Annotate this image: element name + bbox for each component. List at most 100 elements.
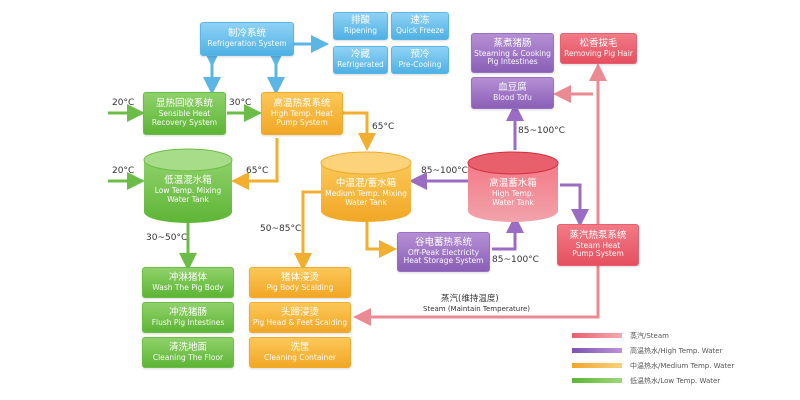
ripening-en: Ripening — [343, 26, 378, 36]
off-peak-en1: Off-Peak Electricity — [407, 247, 480, 257]
legend-item-low: 低温热水/Low Temp. Water — [572, 373, 734, 388]
pump-to-low-arrow — [231, 138, 279, 190]
legend: 蒸汽/Steam 高温热水/High Temp. Water 中温热水/Medi… — [572, 328, 734, 388]
legend-item-high: 高温热水/High Temp. Water — [572, 343, 734, 358]
temp-65-left: 65°C — [246, 166, 269, 176]
wash-body-box: 冲淋猪体 Wash The Pig Body — [142, 267, 234, 298]
steaming-intestines-en2: Pig Intestines — [487, 57, 538, 67]
medium-tank-zh: 中温混/蓄水箱 — [335, 178, 397, 189]
medium-tank-en1: Medium Temp. Mixing — [325, 188, 407, 198]
legend-label: 低温热水/Low Temp. Water — [630, 376, 721, 385]
flush-intestines-zh: 冲洗猪肠 — [168, 306, 207, 318]
legend-swatch-steam — [572, 333, 622, 338]
pump-to-medium-arrow — [343, 111, 376, 151]
pre-cooling-box: 预冷 Pre-Cooling — [391, 46, 449, 74]
steam-maintain-en: Steam (Maintain Temperature) — [423, 305, 530, 313]
high-tank-en2: Water Tank — [492, 197, 534, 207]
wash-body-zh: 冲淋猪体 — [168, 271, 207, 283]
temp-in-20-top: 20°C — [112, 98, 135, 108]
steam-maintain-arrow — [353, 262, 600, 326]
clean-container-en: Cleaning Container — [264, 352, 336, 362]
medium-tank-shape — [320, 151, 412, 222]
steam-pump-en2: Pump System — [572, 249, 624, 259]
steam-maintain-zh: 蒸汽(维持温度) — [441, 294, 499, 304]
low-tank-shape — [143, 148, 233, 223]
refrigeration-en: Refrigeration System — [207, 39, 287, 49]
blood-tofu-zh: 血豆腐 — [498, 82, 527, 94]
pre-cooling-en: Pre-Cooling — [398, 60, 442, 70]
medium-temp-tank: 中温混/蓄水箱 Medium Temp. Mixing Water Tank — [320, 151, 412, 223]
temp-30: 30°C — [229, 98, 252, 108]
temp-in-20-low: 20°C — [112, 166, 135, 176]
head-feet-scalding-box: 头蹄浸烫 Pig Head & Feet Scalding — [249, 302, 351, 333]
refrigerated-zh: 冷藏 — [350, 49, 370, 61]
sensible-heat-zh: 显热回收系统 — [155, 98, 213, 110]
low-temp-tank: 低温混水箱 Low Temp. Mixing Water Tank — [143, 148, 233, 224]
refrigerated-box: 冷藏 Refrigerated — [333, 46, 388, 74]
refrigeration-zh: 制冷系统 — [227, 28, 266, 40]
high-temp-pump-zh: 高温热泵系统 — [273, 98, 331, 110]
sensible-heat-en1: Sensible Heat — [158, 109, 211, 119]
temp-85-100-mid: 85~100°C — [421, 166, 468, 176]
steam-pump-box: 蒸汽热泵系统 Steam Heat Pump System — [557, 224, 639, 266]
steam-pump-zh: 蒸汽热泵系统 — [569, 229, 627, 241]
temp-30-50: 30~50°C — [146, 233, 188, 243]
legend-swatch-medium — [572, 363, 622, 368]
high-tank-en1: High Temp. — [492, 188, 534, 198]
temp-85-100-up: 85~100°C — [518, 126, 565, 136]
clean-floor-box: 清洗地面 Cleaning The Floor — [142, 337, 234, 368]
off-peak-en2: Heat Storage System — [403, 256, 484, 266]
low-tank-en2: Water Tank — [167, 194, 209, 204]
legend-label: 蒸汽/Steam — [630, 331, 669, 340]
body-scalding-box: 猪体浸烫 Pig Body Scalding — [249, 267, 351, 298]
steam-pump-en1: Steam Heat — [575, 240, 621, 250]
high-temp-pump-en1: High Temp. Heat — [270, 109, 334, 119]
legend-item-steam: 蒸汽/Steam — [572, 328, 734, 343]
off-peak-box: 谷电蓄热系统 Off-Peak Electricity Heat Storage… — [397, 232, 490, 272]
head-feet-scalding-en: Pig Head & Feet Scalding — [252, 317, 348, 327]
temp-85-100-offpeak: 85~100°C — [492, 255, 539, 265]
clean-floor-zh: 清洗地面 — [168, 341, 207, 353]
high-tank-shape — [467, 151, 559, 222]
wash-body-en: Wash The Pig Body — [152, 282, 224, 292]
refrigerated-en: Refrigerated — [337, 60, 384, 70]
legend-swatch-high — [572, 348, 622, 353]
legend-label: 中温热水/Medium Temp. Water — [630, 361, 735, 370]
body-scalding-en: Pig Body Scalding — [266, 282, 334, 292]
legend-swatch-low — [572, 378, 622, 383]
medium-to-offpeak-arrow — [365, 222, 397, 258]
removing-hair-en: Removing Pig Hair — [564, 48, 633, 58]
ripening-zh: 排酸 — [350, 15, 370, 27]
steaming-intestines-box: 蒸煮猪肠 Steaming & Cooking Pig Intestines — [471, 33, 554, 73]
low-tank-zh: 低温混水箱 — [164, 175, 212, 186]
refrigeration-system-box: 制冷系统 Refrigeration System — [200, 22, 294, 56]
removing-hair-zh: 松香拔毛 — [579, 37, 618, 49]
quick-freeze-en: Quick Freeze — [395, 26, 445, 36]
offpeak-to-high-arrow — [492, 215, 524, 251]
ripening-box: 排酸 Ripening — [333, 12, 388, 40]
flush-intestines-en: Flush Pig Intestines — [151, 317, 225, 327]
head-feet-scalding-zh: 头蹄浸烫 — [280, 306, 319, 318]
medium-to-scalding-arrow — [294, 190, 322, 271]
clean-container-box: 洗筐 Cleaning Container — [249, 337, 351, 368]
off-peak-zh: 谷电蓄热系统 — [414, 236, 472, 248]
steaming-intestines-en1: Steaming & Cooking — [474, 48, 551, 58]
body-scalding-zh: 猪体浸烫 — [280, 271, 319, 283]
high-temp-pump-box: 高温热泵系统 High Temp. Heat Pump System — [261, 92, 343, 135]
pre-cooling-zh: 预冷 — [410, 49, 430, 61]
clean-floor-en: Cleaning The Floor — [152, 352, 224, 362]
temp-65-down: 65°C — [372, 122, 395, 132]
blood-tofu-en: Blood Tofu — [493, 93, 532, 103]
legend-label: 高温热水/High Temp. Water — [630, 346, 723, 355]
high-temp-tank: 高温蓄水箱 High Temp. Water Tank — [467, 151, 559, 223]
removing-hair-box: 松香拔毛 Removing Pig Hair — [560, 33, 637, 64]
high-tank-zh: 高温蓄水箱 — [489, 178, 537, 189]
quick-freeze-box: 速冻 Quick Freeze — [391, 12, 449, 40]
sensible-heat-en2: Recovery System — [151, 117, 218, 127]
medium-tank-en2: Water Tank — [345, 197, 387, 207]
high-temp-pump-en2: Pump System — [276, 117, 328, 127]
blood-tofu-box: 血豆腐 Blood Tofu — [471, 77, 554, 109]
temp-50-85: 50~85°C — [260, 224, 302, 234]
low-tank-en1: Low Temp. Mixing — [154, 185, 222, 195]
